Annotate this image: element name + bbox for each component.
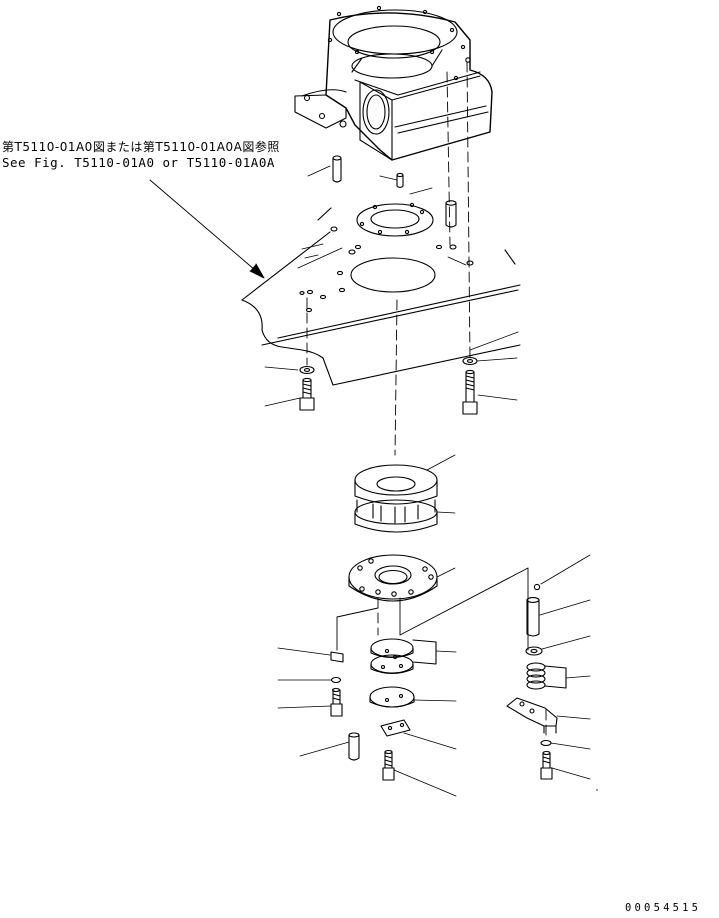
bearing-cage: [355, 465, 437, 532]
reference-note-japanese: 第T5110-01A0図または第T5110-01A0A図参照: [2, 140, 280, 154]
splined-hub: [349, 555, 437, 601]
reference-note-english: See Fig. T5110-01A0 or T5110-01A0A: [2, 155, 275, 170]
center-lines: [307, 62, 546, 740]
frame-plate: [242, 203, 520, 385]
callout-leaders: [265, 166, 590, 796]
stray-dot: [596, 789, 598, 791]
mounting-bolts: [300, 358, 477, 415]
drawing-number: 00054515: [625, 902, 702, 914]
reference-leader: [150, 180, 264, 278]
linkage-line: [337, 568, 528, 650]
lower-left-parts: [331, 652, 359, 760]
dowel-pins: [333, 156, 456, 227]
friction-plates: [370, 639, 436, 780]
lower-right-parts: [507, 584, 566, 779]
housing-assembly: [295, 6, 492, 160]
